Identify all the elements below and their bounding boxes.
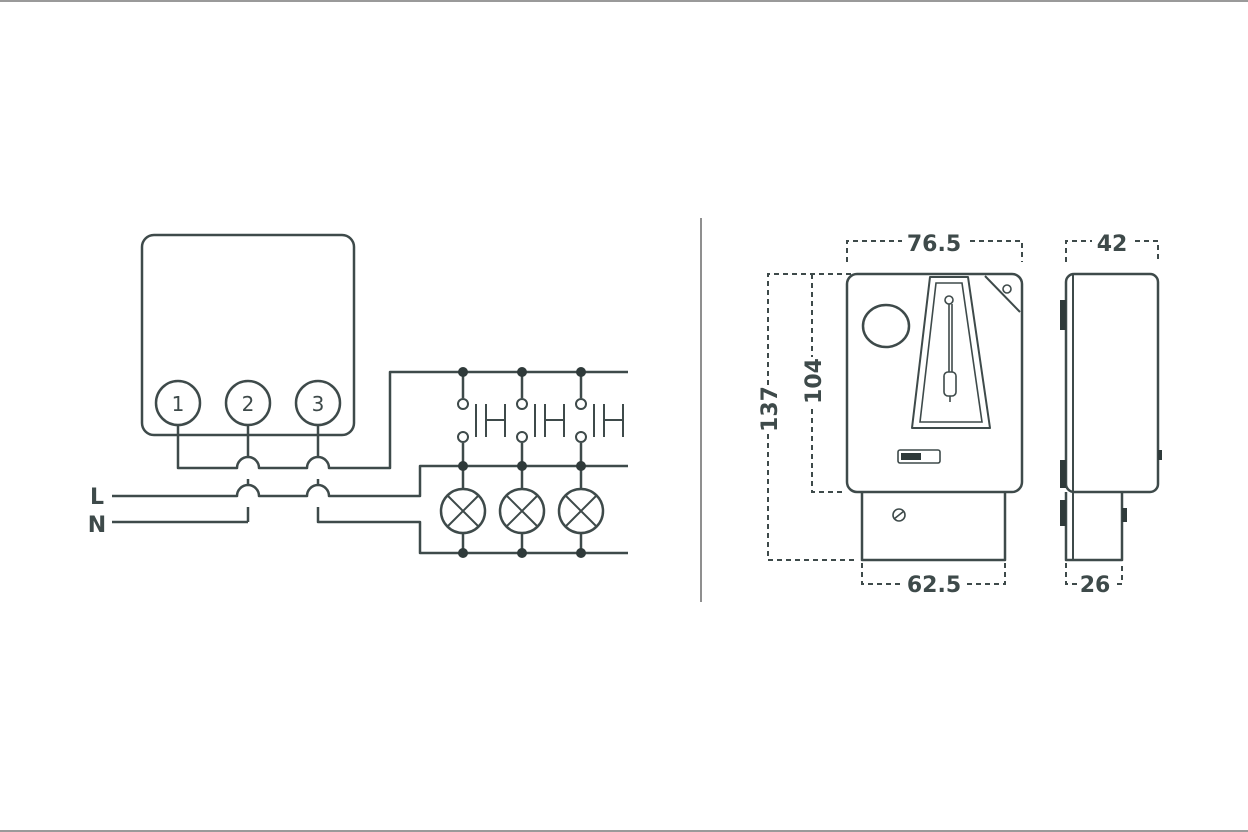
lamp-2: [498, 466, 546, 553]
pendulum-weight: [943, 371, 957, 397]
corner-screw-icon: [1002, 284, 1012, 294]
push-switch-3: [575, 372, 624, 466]
dim-body-height: 104: [802, 358, 827, 404]
dim-front-width: 76.5: [907, 232, 961, 257]
wire-line-l: [112, 464, 628, 498]
dim-total-height: 137: [758, 386, 783, 432]
push-switch-2: [516, 372, 565, 466]
line-label: L: [90, 485, 104, 510]
terminal-2-label: 2: [242, 392, 255, 416]
terminal-1: 1: [154, 379, 202, 427]
junction-dots: [458, 367, 586, 558]
side-dimensions: 42 26: [1065, 230, 1159, 598]
wire-terminal-1: [176, 370, 628, 470]
dial-panel: [911, 276, 991, 429]
lamp-3: [557, 466, 605, 553]
dim-base-depth: 26: [1080, 573, 1111, 598]
slide-switch: [897, 449, 941, 464]
pendulum-pivot: [944, 295, 954, 305]
front-dimensions: 76.5 137 104 62.5: [756, 230, 1023, 598]
side-body: [1064, 272, 1160, 494]
dim-base-width: 62.5: [907, 573, 961, 598]
terminal-2: 2: [224, 379, 272, 427]
lamp-1: [439, 466, 487, 553]
front-view: [845, 272, 1024, 562]
push-switch-1: [457, 372, 506, 466]
round-window: [861, 303, 911, 349]
neutral-label: N: [88, 513, 106, 538]
terminal-1-label: 1: [172, 392, 185, 416]
screw-icon: [892, 508, 906, 522]
wiring-diagram: 1 2 3 L N: [88, 233, 628, 558]
terminal-3: 3: [294, 379, 342, 427]
dim-depth-top: 42: [1097, 232, 1128, 257]
side-view: [1060, 272, 1162, 562]
base-block: [860, 492, 1007, 562]
device-body: [845, 272, 1024, 494]
terminal-3-label: 3: [312, 392, 325, 416]
wire-terminal-3: [316, 425, 628, 555]
side-base: [1064, 492, 1124, 562]
corner-bevel: [984, 275, 1021, 313]
